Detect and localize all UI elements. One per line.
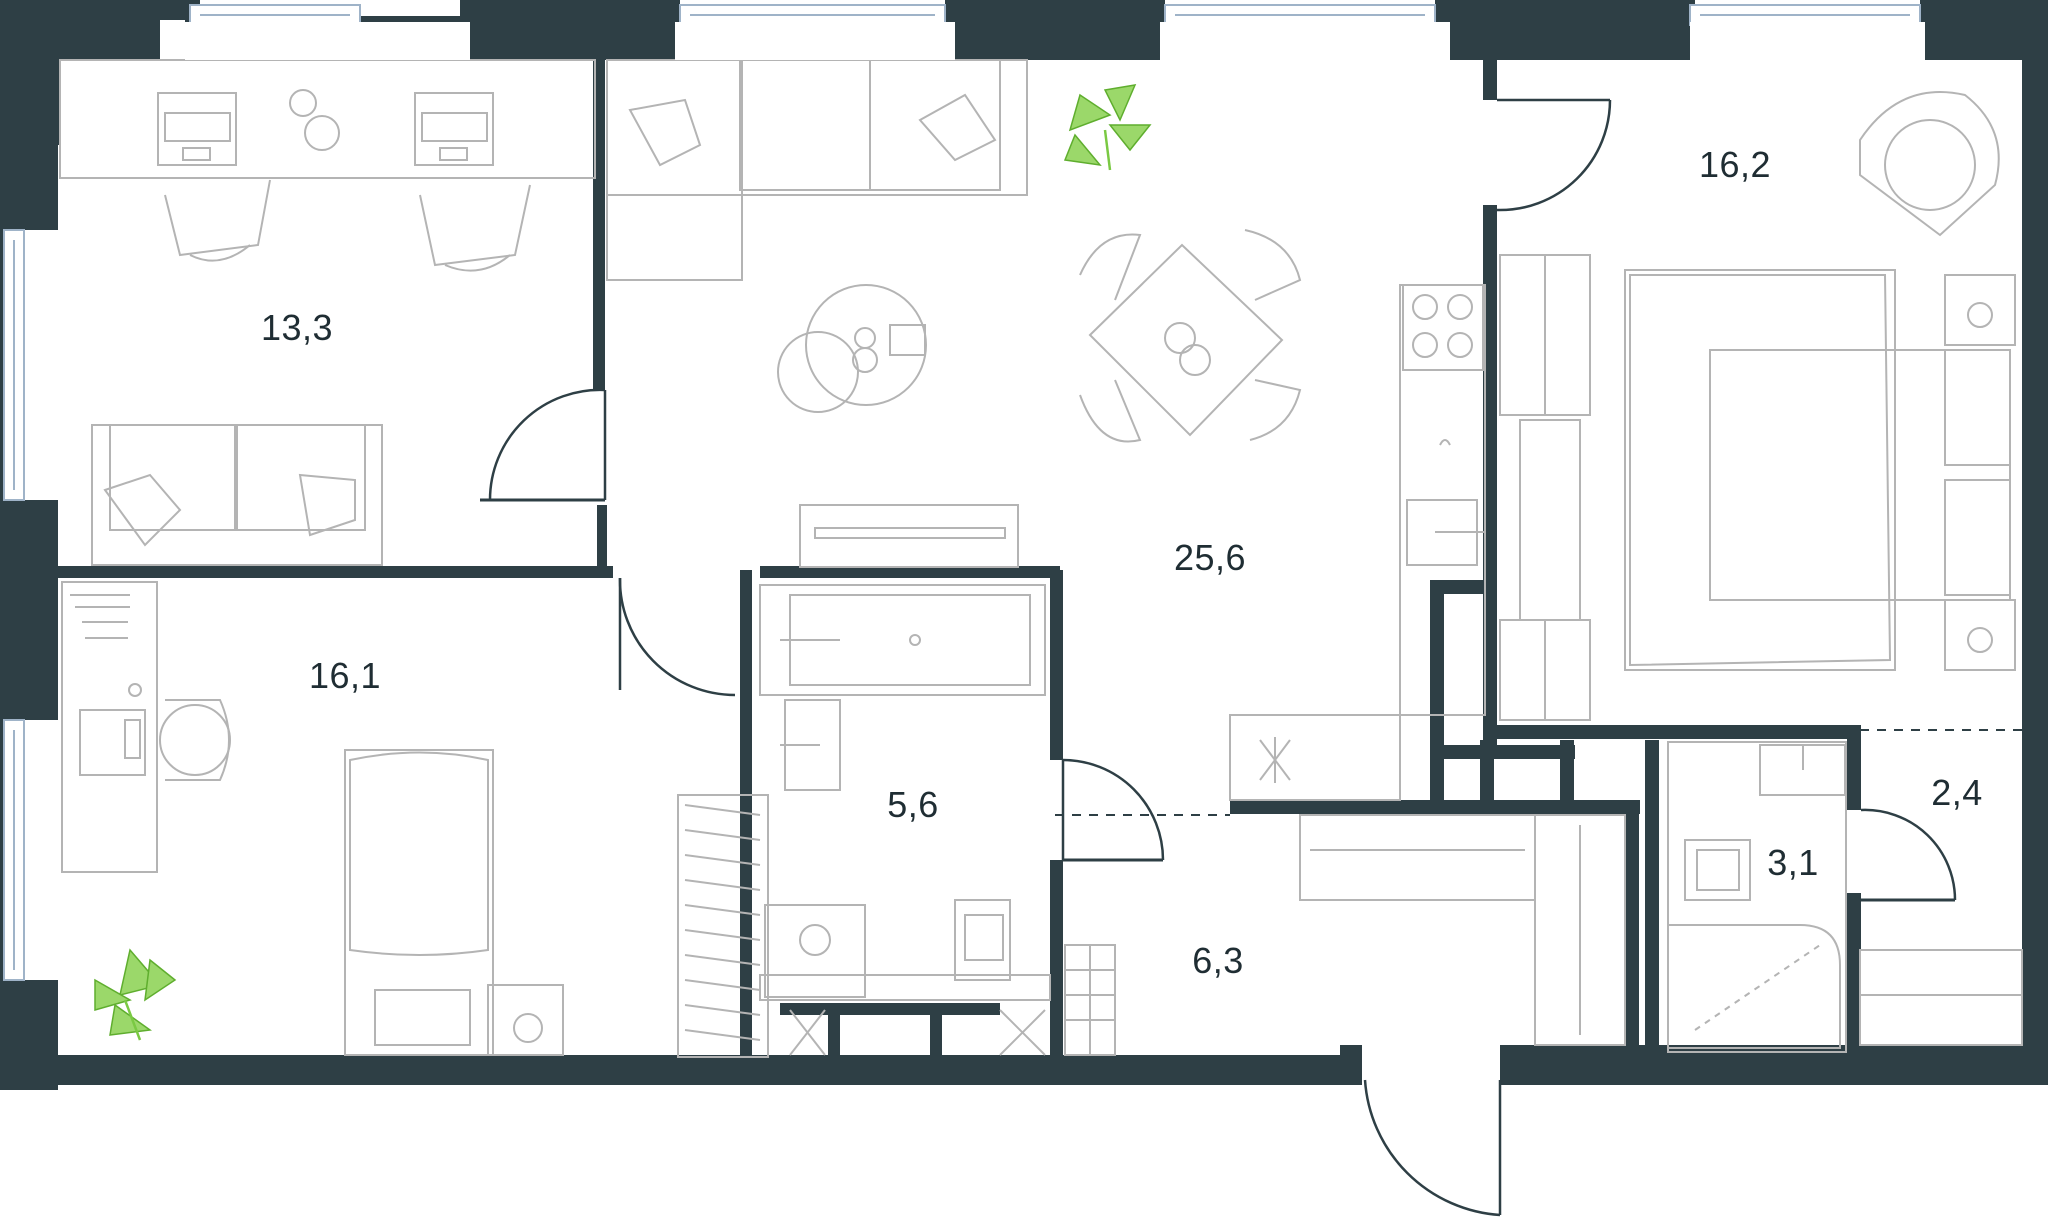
sink-icon [780, 699, 841, 791]
sofa-icon [606, 59, 1028, 281]
bed-icon [1624, 269, 2011, 671]
window-icon [3, 229, 25, 501]
master-bedroom-furniture [1499, 91, 2016, 721]
dining-table-icon [1079, 229, 1302, 443]
door-icon [1061, 758, 1165, 862]
door-icon [480, 388, 607, 502]
bathroom-furniture [759, 584, 1051, 1056]
nightstand-icon [1944, 274, 2016, 671]
living-kitchen-area-label: 25,6 [1173, 537, 1247, 578]
toilet-icon [1684, 839, 1751, 901]
door-icon [1363, 1079, 1502, 1217]
living-furniture [606, 59, 1486, 801]
door-icon [1860, 808, 1957, 902]
window-icon [3, 719, 25, 981]
hallway-furniture [1064, 814, 1626, 1056]
bed-icon [344, 749, 494, 1056]
walls [0, 0, 2048, 1090]
shoe-rack-icon [1064, 944, 1116, 1056]
washing-machine-icon [764, 904, 866, 998]
armchair-icon [1859, 91, 2000, 237]
bedroom-left-area-label: 16,1 [308, 655, 382, 696]
bathtub-icon [759, 584, 1046, 696]
washing-machine-icon [487, 984, 564, 1056]
bathroom-area-label: 5,6 [887, 784, 939, 825]
wardrobe-icon [677, 794, 769, 1058]
plant-icon [1063, 84, 1152, 171]
stove-icon [1402, 284, 1484, 371]
bedroom-left-furniture [61, 581, 769, 1058]
thresholds [1055, 729, 2022, 816]
wardrobe-area-label: 2,4 [1931, 772, 1983, 813]
window-frames [185, 22, 1925, 60]
wardrobe-icon [1859, 949, 2023, 1046]
hood-icon [1259, 737, 1291, 783]
doors [480, 98, 1957, 1217]
sink-icon [1406, 439, 1485, 566]
shower-icon [1667, 924, 1841, 1049]
toilet-icon [954, 899, 1011, 981]
master-bedroom-area-label: 16,2 [1698, 144, 1772, 185]
window-icon [189, 4, 361, 26]
office-chair-icon [164, 179, 531, 272]
wardrobe-icon [1299, 814, 1626, 1046]
desk-icon [157, 89, 494, 166]
tv-stand-icon [799, 504, 1019, 568]
sofa-icon [91, 424, 383, 566]
door-icon [618, 577, 736, 697]
office-area-label: 13,3 [260, 307, 334, 348]
office-furniture [59, 59, 596, 566]
office-chair-icon [159, 699, 231, 781]
hallway-area-label: 6,3 [1192, 940, 1244, 981]
desk-icon [79, 709, 146, 776]
windows [3, 4, 1921, 981]
plant-icon [94, 948, 177, 1041]
wc-furniture [1667, 741, 1847, 1053]
closet-furniture [1859, 949, 2023, 1046]
door-icon [1496, 98, 1612, 212]
coffee-table-icon [777, 284, 927, 413]
wc-area-label: 3,1 [1767, 842, 1819, 883]
wardrobe-icon [1499, 254, 1591, 721]
sink-icon [1759, 744, 1846, 796]
window-icon [679, 4, 946, 26]
